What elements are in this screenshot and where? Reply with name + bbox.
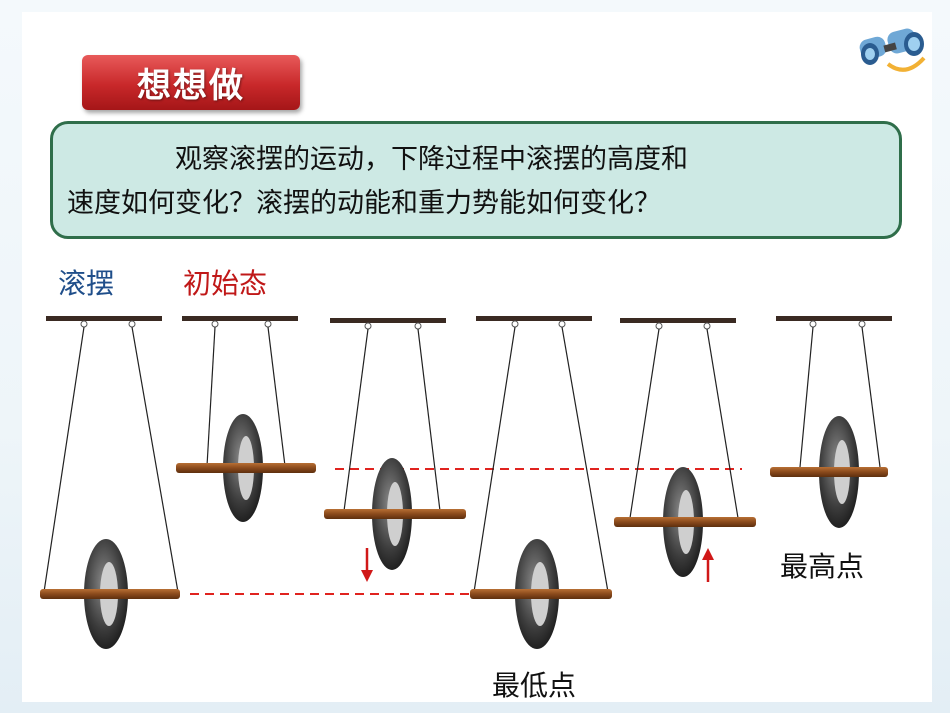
question-line-2: 速度如何变化？滚摆的动能和重力势能如何变化？: [67, 188, 661, 219]
pendulum-1: [40, 316, 180, 649]
down-arrow-icon: [361, 548, 373, 582]
pendulum-6: [770, 316, 892, 528]
lowest-point-label: 最低点: [492, 669, 577, 702]
initial-state-label: 初始态: [183, 267, 268, 300]
pendulum-4: [470, 316, 612, 649]
question-box: 观察滚摆的运动，下降过程中滚摆的高度和 速度如何变化？滚摆的动能和重力势能如何变…: [50, 121, 902, 239]
binoculars-icon: [859, 28, 926, 72]
title-tag: 想想做: [82, 55, 300, 110]
highest-point-label: 最高点: [780, 550, 865, 583]
pendulum-5: [614, 318, 756, 577]
pendulum-2: [176, 316, 316, 522]
pendulum-3: [324, 318, 466, 570]
up-arrow-icon: [702, 548, 714, 582]
question-line-1: 观察滚摆的运动，下降过程中滚摆的高度和: [175, 144, 688, 175]
device-label: 滚摆: [58, 267, 115, 300]
